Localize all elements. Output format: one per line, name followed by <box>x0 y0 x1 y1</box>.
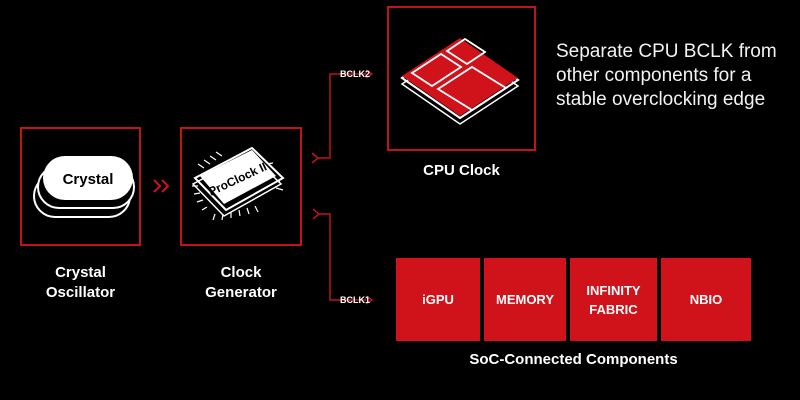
crystal-oscillator-icon: Crystal <box>33 156 135 218</box>
cpu-package-icon <box>400 37 520 125</box>
soc-component-nbio: NBIO <box>661 258 751 341</box>
clockgen-label-line2: Generator <box>205 284 277 301</box>
crystal-label-line1: Crystal <box>55 264 106 281</box>
tagline-line3: stable overclocking edge <box>556 89 766 110</box>
soc-component-line1: INFINITY <box>586 282 641 298</box>
bclk2-label: BCLK2 <box>340 69 370 79</box>
clockgen-label-line1: Clock <box>220 264 262 281</box>
tagline: Separate CPU BCLK from other components … <box>556 40 796 112</box>
cpu-clock-label-text: CPU Clock <box>423 162 500 179</box>
soc-title: SoC-Connected Components <box>396 350 751 370</box>
arrowhead-icon <box>365 69 374 305</box>
tagline-line2: other components for a <box>556 65 752 86</box>
soc-component-line1: NBIO <box>689 292 723 307</box>
bclk1-label: BCLK1 <box>340 295 370 305</box>
soc-component-infinity-fabric: INFINITY FABRIC <box>570 258 657 341</box>
crystal-label-line2: Oscillator <box>45 284 116 301</box>
clock-generator-box <box>180 127 302 246</box>
soc-title-text: SoC-Connected Components <box>469 351 678 368</box>
soc-component-memory: MEMORY <box>484 258 566 341</box>
crystal-oscillator-label: Crystal Oscillator <box>21 263 140 303</box>
chevron-arrow-icon <box>153 179 170 193</box>
connector-lines <box>311 73 366 301</box>
clock-generator-chip-icon: ProClock II <box>191 146 285 221</box>
clock-generator-label: Clock Generator <box>181 263 301 303</box>
crystal-box <box>20 127 141 246</box>
cpu-clock-label: CPU Clock <box>388 161 535 181</box>
soc-component-line1: iGPU <box>422 292 454 307</box>
tagline-line1: Separate CPU BCLK from <box>556 41 777 62</box>
cpu-clock-box <box>387 6 536 151</box>
soc-component-igpu: iGPU <box>396 258 480 341</box>
crystal-chip-text: Crystal <box>63 171 114 188</box>
soc-component-line1: MEMORY <box>495 292 555 307</box>
soc-component-line2: FABRIC <box>589 301 638 317</box>
